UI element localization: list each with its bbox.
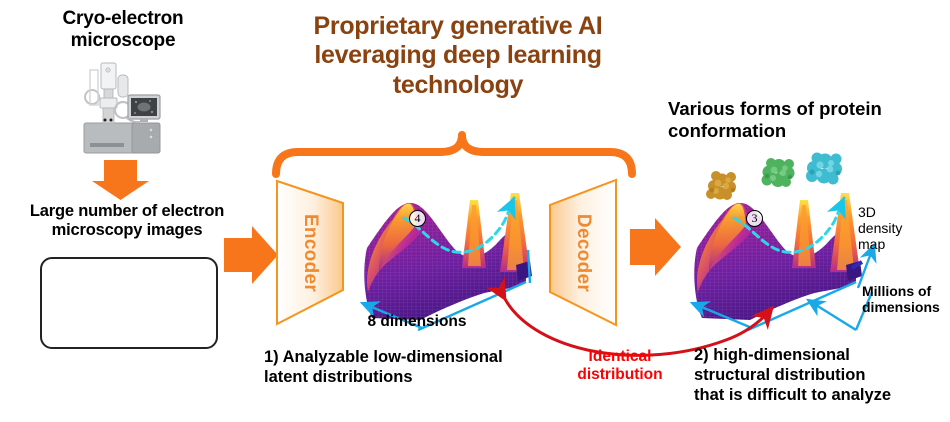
orange-right-arrow-right bbox=[630, 218, 681, 276]
identical-distribution-label: Identical distribution bbox=[566, 348, 674, 384]
red-double-headed-curved-arrow bbox=[485, 276, 774, 357]
protein-conformation-title: Various forms of protein conformation bbox=[668, 98, 948, 142]
orange-curly-brace bbox=[272, 131, 636, 178]
identical-line-1: Identical bbox=[588, 348, 652, 365]
page-title: Proprietary generative AI leveraging dee… bbox=[258, 12, 658, 100]
cyan-axis-arrow bbox=[359, 301, 423, 330]
cryo-microscope-title: Cryo-electron microscope bbox=[62, 8, 184, 52]
caption-two-line-1: 2) high-dimensional bbox=[694, 346, 850, 364]
decoder-label-wrap: Decoder bbox=[550, 180, 616, 325]
cryo-electron-microscope-icon bbox=[83, 62, 161, 154]
orange-right-arrow-left bbox=[224, 226, 278, 284]
encoder-label-wrap: Encoder bbox=[277, 181, 343, 324]
callout-number-4: 4 bbox=[409, 210, 426, 227]
title-line-3: technology bbox=[392, 70, 524, 99]
millions-line-1: Millions of bbox=[862, 283, 932, 299]
encoder-label: Encoder bbox=[300, 213, 321, 292]
eight-dimensions-label: 8 dimensions bbox=[367, 313, 467, 330]
millions-of-dimensions-label: Millions of dimensions bbox=[862, 283, 950, 315]
orange-down-arrow bbox=[92, 160, 149, 200]
caption-one-line-1: 1) Analyzable low-dimensional bbox=[264, 348, 503, 366]
density-map-line-3: map bbox=[858, 236, 886, 253]
caption-two-line-3: that is difficult to analyze bbox=[694, 386, 892, 405]
cyan-dashed-trajectory bbox=[402, 196, 516, 254]
callout-number-3: 3 bbox=[746, 210, 763, 227]
encoder-shape[interactable] bbox=[276, 179, 344, 326]
title-line-2: leveraging deep learning bbox=[314, 41, 602, 70]
low-dimensional-latent-surface-plot bbox=[359, 193, 532, 332]
decoder-label: Decoder bbox=[573, 213, 594, 292]
identical-line-2: distribution bbox=[577, 365, 663, 383]
density-map-line-1: 3D bbox=[858, 204, 876, 220]
caption-two-line-2: structural distribution bbox=[694, 366, 866, 385]
density-map-line-2: density bbox=[858, 220, 903, 237]
protein-title-line-1: Various forms of protein bbox=[668, 98, 882, 119]
cyan-dashed-trajectory-right bbox=[732, 196, 846, 254]
protein-density-cyan bbox=[806, 152, 842, 185]
density-map-pointer bbox=[850, 260, 864, 270]
protein-density-green bbox=[761, 158, 795, 187]
em-images-title: Large number of electron microscopy imag… bbox=[29, 202, 225, 240]
caption-two: 2) high-dimensional structural distribut… bbox=[694, 345, 944, 405]
caption-one: 1) Analyzable low-dimensional latent dis… bbox=[264, 347, 564, 387]
density-map-label: 3D density map bbox=[858, 204, 938, 253]
protein-title-line-2: conformation bbox=[668, 120, 787, 142]
caption-one-line-2: latent distributions bbox=[264, 368, 413, 387]
title-line-1: Proprietary generative AI bbox=[313, 12, 603, 40]
protein-density-gold bbox=[706, 171, 736, 200]
em-images-box bbox=[40, 257, 218, 349]
millions-line-2: dimensions bbox=[862, 298, 940, 315]
high-dimensional-structural-surface-plot bbox=[689, 193, 877, 332]
